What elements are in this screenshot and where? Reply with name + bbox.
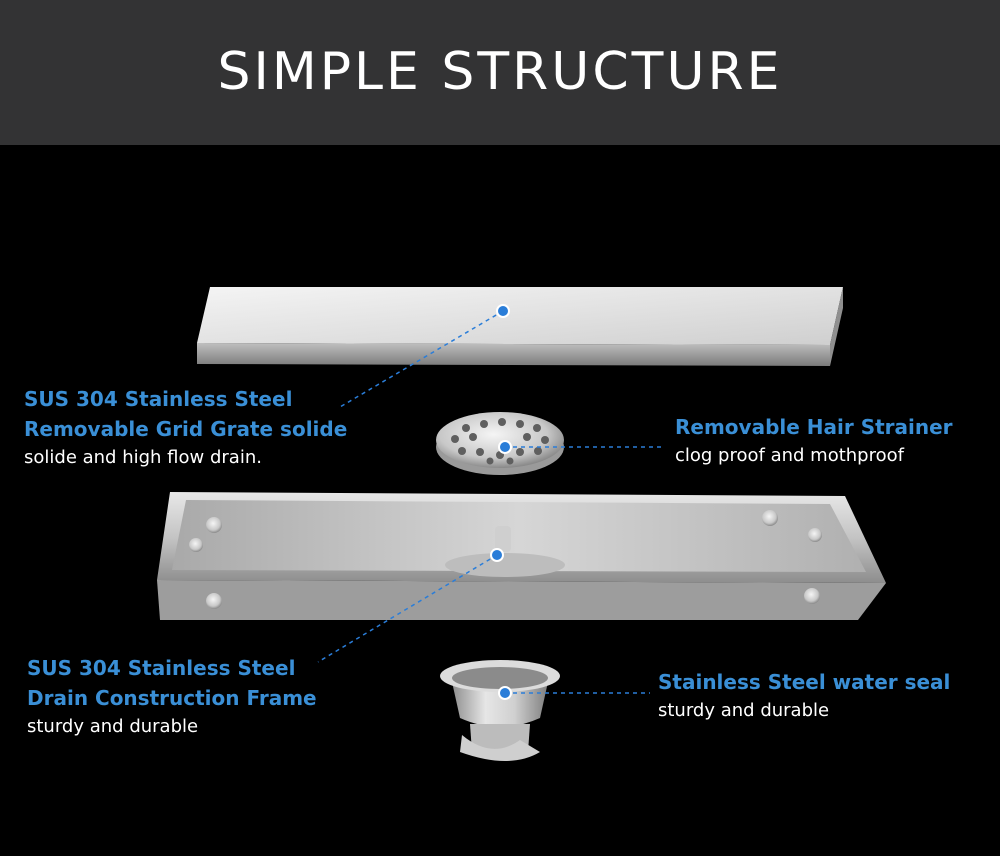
grate-title-line1: SUS 304 Stainless Steel	[24, 387, 293, 411]
strainer-subtitle: clog proof and mothproof	[675, 445, 904, 466]
grate-marker-dot	[496, 304, 510, 318]
page-title: SIMPLE STRUCTURE	[217, 42, 783, 102]
strainer-marker-dot	[498, 440, 512, 454]
drain-frame	[157, 492, 886, 620]
grid-grate	[197, 287, 843, 366]
callout-grate: SUS 304 Stainless Steel Removable Grid G…	[24, 384, 347, 472]
frame-subtitle: sturdy and durable	[27, 716, 199, 737]
seal-title: Stainless Steel water seal	[658, 670, 951, 694]
leader-lines	[317, 310, 665, 694]
seal-subtitle: sturdy and durable	[658, 700, 830, 721]
frame-title-line2: Drain Construction Frame	[27, 686, 317, 710]
strainer-title: Removable Hair Strainer	[675, 415, 953, 439]
grate-subtitle: solide and high flow drain.	[24, 447, 262, 468]
frame-title-line1: SUS 304 Stainless Steel	[27, 656, 296, 680]
water-seal-cup	[440, 660, 560, 761]
callout-strainer: Removable Hair Strainer clog proof and m…	[675, 412, 953, 470]
grate-title-line2: Removable Grid Grate solide	[24, 417, 348, 441]
callout-seal: Stainless Steel water seal sturdy and du…	[658, 667, 950, 725]
header-banner: SIMPLE STRUCTURE	[0, 0, 1000, 145]
seal-marker-dot	[498, 686, 512, 700]
callout-frame: SUS 304 Stainless Steel Drain Constructi…	[27, 653, 317, 741]
frame-marker-dot	[490, 548, 504, 562]
